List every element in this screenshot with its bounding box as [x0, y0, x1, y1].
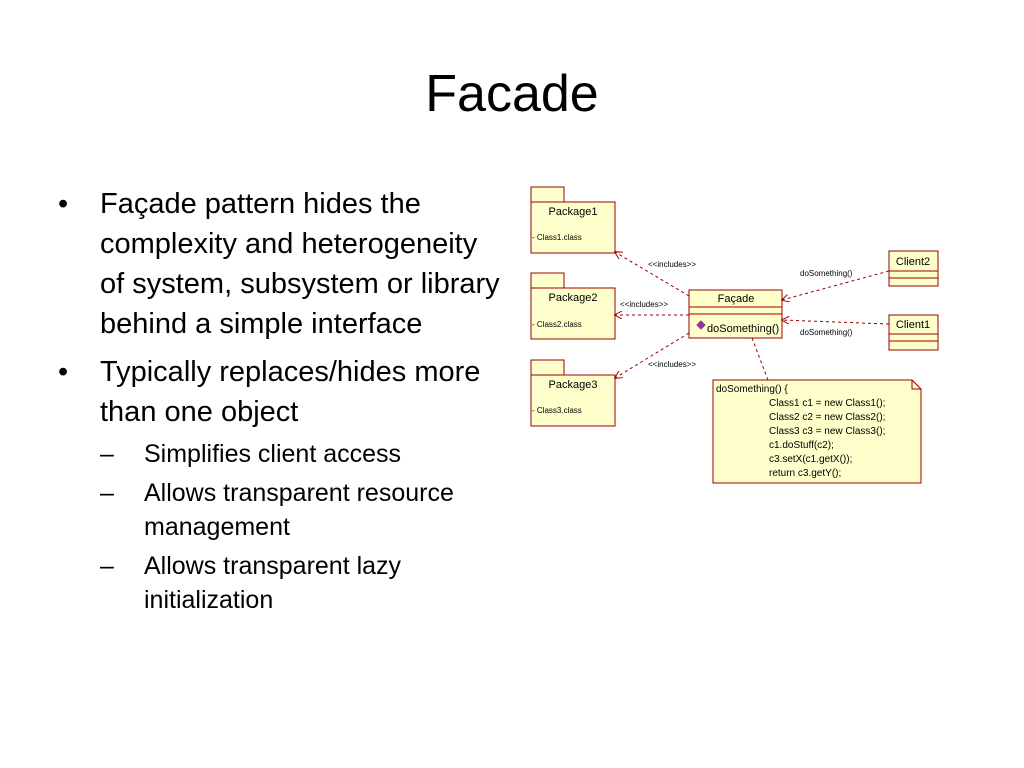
code-note-shape: [712, 379, 922, 484]
package-3-name: Package3: [549, 379, 598, 391]
client-2-class: Client2: [888, 250, 939, 287]
facade-operation: doSomething(): [707, 323, 779, 335]
sub-bullet-item: – Simplifies client access: [100, 437, 503, 471]
note-line: Class1 c1 = new Class1();: [769, 398, 885, 409]
client-1-name: Client1: [896, 319, 930, 331]
bullet-text: Façade pattern hides the complexity and …: [100, 188, 500, 340]
includes-line-package-3: [615, 332, 690, 378]
package-3: Package3 - Class3.class: [530, 359, 616, 427]
package-2: Package2 - Class2.class: [530, 272, 616, 340]
client-2-name: Client2: [896, 256, 930, 268]
note-line: Class3 c3 = new Class3();: [769, 426, 885, 437]
package-1-name: Package1: [549, 206, 598, 218]
bullet-text: Typically replaces/hides more than one o…: [100, 356, 481, 428]
facade-class: Façade doSomething(): [688, 289, 783, 339]
client-1-class: Client1: [888, 314, 939, 351]
package-1-body: [530, 201, 616, 254]
includes-label-2: <<includes>>: [620, 300, 668, 309]
dash-marker: –: [100, 479, 114, 507]
package-2-body: [530, 287, 616, 340]
sub-bullet-text: Allows transparent resource management: [144, 479, 454, 541]
sub-bullet-item: – Allows transparent resource management: [100, 476, 503, 544]
client-2-box: [888, 250, 939, 287]
includes-line-package-1: [615, 252, 690, 297]
note-line: c3.setX(c1.getX());: [769, 454, 852, 465]
package-3-member: - Class3.class: [532, 406, 582, 415]
bullet-marker: •: [58, 356, 69, 388]
client-1-box: [888, 314, 939, 351]
package-3-tab: [530, 359, 565, 376]
dash-marker: –: [100, 552, 114, 580]
package-2-member: - Class2.class: [532, 320, 582, 329]
sub-bullet-item: – Allows transparent lazy initialization: [100, 549, 503, 617]
package-3-body: [530, 374, 616, 427]
code-note-fold: [911, 380, 921, 390]
note-line: Class2 c2 = new Class2();: [769, 412, 885, 423]
call-line-client-1: [782, 320, 890, 325]
sub-bullet-list: – Simplifies client access – Allows tran…: [100, 437, 503, 617]
note-anchor-line: [751, 337, 769, 381]
client-1-call-label: doSomething(): [800, 328, 853, 337]
package-2-tab: [530, 272, 565, 289]
bullet-item: • Façade pattern hides the complexity an…: [58, 184, 503, 344]
package-1: Package1 - Class1.class: [530, 186, 616, 254]
sub-bullet-text: Simplifies client access: [144, 440, 402, 468]
includes-label-3: <<includes>>: [648, 360, 696, 369]
facade-class-name: Façade: [718, 293, 755, 305]
sub-bullet-text: Allows transparent lazy initialization: [144, 552, 402, 614]
operation-diamond-icon: [696, 320, 706, 330]
call-line-client-2: [782, 270, 890, 300]
facade-uml-diagram: Package1 - Class1.class Package2 - Class…: [530, 186, 939, 484]
bullet-list: • Façade pattern hides the complexity an…: [58, 184, 503, 625]
package-1-tab: [530, 186, 565, 203]
dash-marker: –: [100, 440, 114, 468]
package-1-member: - Class1.class: [532, 233, 582, 242]
note-line: c1.doStuff(c2);: [769, 440, 834, 451]
includes-label-1: <<includes>>: [648, 260, 696, 269]
package-2-name: Package2: [549, 292, 598, 304]
note-line: return c3.getY();: [769, 468, 841, 479]
note-line: doSomething() {: [716, 384, 788, 395]
slide-title: Facade: [425, 65, 599, 123]
bullet-item: • Typically replaces/hides more than one…: [58, 352, 503, 617]
bullet-marker: •: [58, 188, 69, 220]
code-note: doSomething() { Class1 c1 = new Class1()…: [712, 379, 922, 484]
client-2-call-label: doSomething(): [800, 269, 853, 278]
